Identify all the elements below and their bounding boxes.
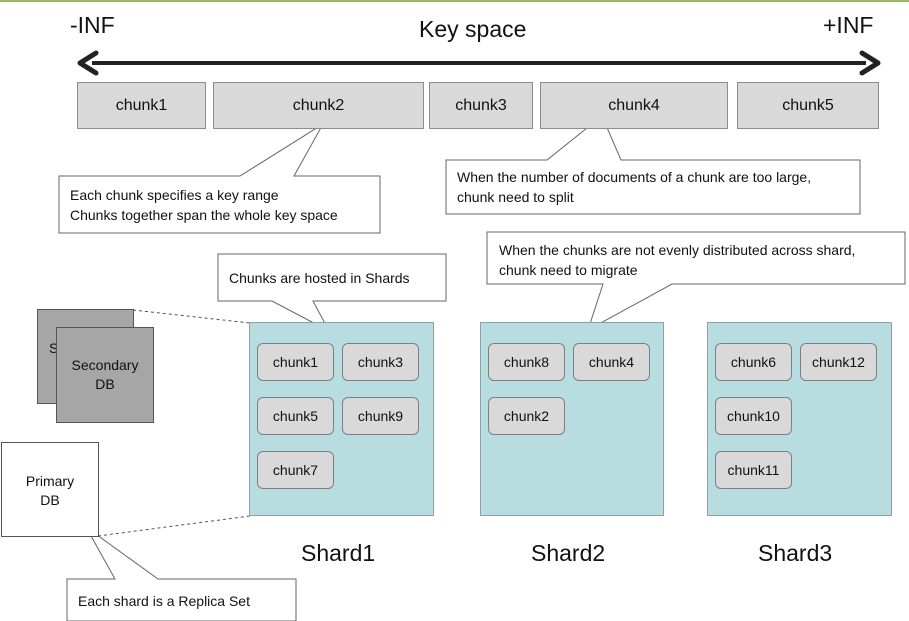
callout-migrate-shape	[486, 231, 906, 332]
primary-db: Primary DB	[1, 442, 99, 537]
callout-line: Each chunk specifies a key range	[70, 187, 279, 203]
callout-key-range-shape	[58, 123, 381, 234]
callout-line: When the chunks are not evenly distribut…	[499, 242, 856, 258]
secondary-db-back-label: S	[49, 340, 59, 356]
callout-split: When the number of documents of a chunk …	[457, 167, 811, 207]
callout-key-range: Each chunk specifies a key range Chunks …	[70, 185, 338, 225]
callout-line: chunk need to split	[457, 189, 574, 205]
keyspace-chunk: chunk3	[429, 82, 533, 129]
callout-migrate: When the chunks are not evenly distribut…	[499, 240, 855, 280]
callout-line: chunk need to migrate	[499, 262, 638, 278]
callout-line: When the number of documents of a chunk …	[457, 169, 812, 185]
shard-chunk: chunk8	[488, 343, 565, 381]
callout-line: Chunks together span the whole key space	[70, 207, 338, 223]
shard-chunk: chunk12	[800, 343, 877, 381]
positive-infinity-label: +INF	[823, 12, 874, 38]
keyspace-title: Key space	[419, 16, 527, 42]
callout-hosted: Chunks are hosted in Shards	[229, 270, 410, 286]
shard-chunk: chunk4	[573, 343, 650, 381]
shard1-box: chunk1 chunk3 chunk5 chunk9 chunk7	[249, 322, 434, 516]
db-label: DB	[95, 376, 115, 392]
callout-split-shape	[445, 115, 861, 215]
keyspace-chunk: chunk5	[737, 82, 879, 129]
callout-hosted-shape	[217, 253, 447, 333]
shard-chunk: chunk2	[488, 397, 565, 435]
keyspace-arrow	[77, 50, 881, 76]
shard2-box: chunk8 chunk4 chunk2	[480, 322, 664, 516]
shard-chunk: chunk10	[715, 397, 792, 435]
shard1-label: Shard1	[301, 540, 376, 566]
shard2-label: Shard2	[531, 540, 606, 566]
keyspace-chunk: chunk2	[213, 82, 424, 129]
secondary-db: Secondary DB	[56, 327, 154, 423]
top-accent-line	[0, 0, 909, 2]
shard-chunk: chunk6	[715, 343, 792, 381]
zoom-line-top	[132, 309, 251, 324]
shard3-label: Shard3	[758, 540, 833, 566]
callout-replica: Each shard is a Replica Set	[78, 593, 250, 609]
negative-infinity-label: -INF	[70, 12, 115, 38]
shard-chunk: chunk5	[257, 397, 334, 435]
shard-chunk: chunk3	[342, 343, 419, 381]
keyspace-chunk: chunk4	[540, 82, 728, 129]
db-label: Primary	[25, 473, 75, 489]
shard-chunk: chunk1	[257, 343, 334, 381]
shard3-box: chunk6 chunk12 chunk10 chunk11	[707, 322, 892, 516]
keyspace-chunk: chunk1	[77, 82, 206, 129]
shard-chunk: chunk7	[257, 451, 334, 489]
zoom-line-bottom	[97, 515, 251, 537]
callout-replica-shape	[66, 526, 297, 621]
db-label: Secondary	[71, 357, 139, 373]
shard-chunk: chunk11	[715, 451, 792, 489]
shard-chunk: chunk9	[342, 397, 419, 435]
db-label: DB	[40, 492, 60, 508]
